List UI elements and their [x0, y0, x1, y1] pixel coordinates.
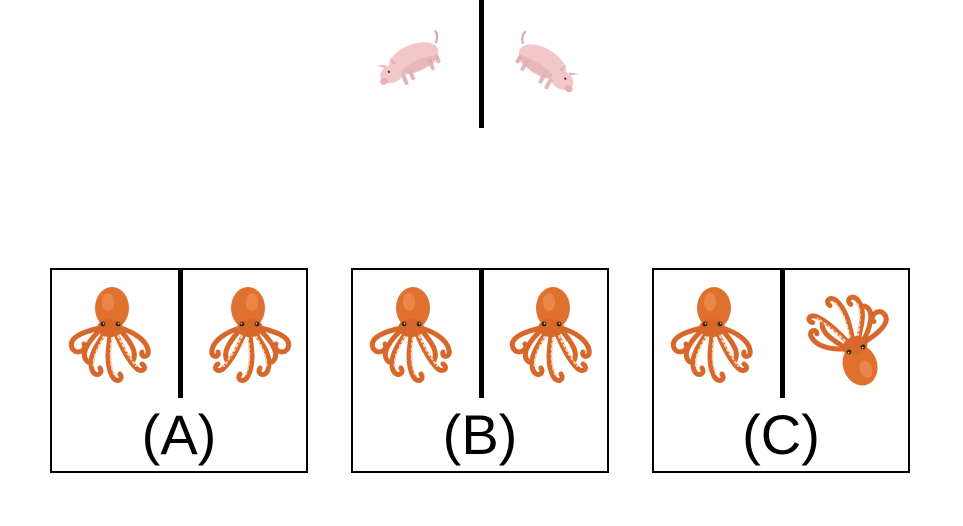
option-b-box[interactable]: (B) — [351, 268, 609, 473]
option-divider — [479, 270, 484, 398]
octopus-icon — [62, 282, 158, 392]
octopus-icon — [363, 282, 459, 392]
option-divider — [178, 270, 183, 398]
option-label: (C) — [742, 403, 820, 466]
option-label: (A) — [141, 403, 217, 466]
option-label: (B) — [442, 403, 518, 466]
exemplar-divider — [479, 0, 484, 128]
octopus-icon — [788, 269, 916, 405]
pig-icon — [361, 15, 459, 104]
octopus-icon — [202, 282, 298, 392]
pig-icon — [495, 16, 596, 111]
octopus-icon — [664, 282, 760, 392]
option-divider — [780, 270, 785, 398]
octopus-icon — [503, 282, 599, 392]
option-a-box[interactable]: (A) — [50, 268, 308, 473]
option-c-box[interactable]: (C) — [652, 268, 910, 473]
